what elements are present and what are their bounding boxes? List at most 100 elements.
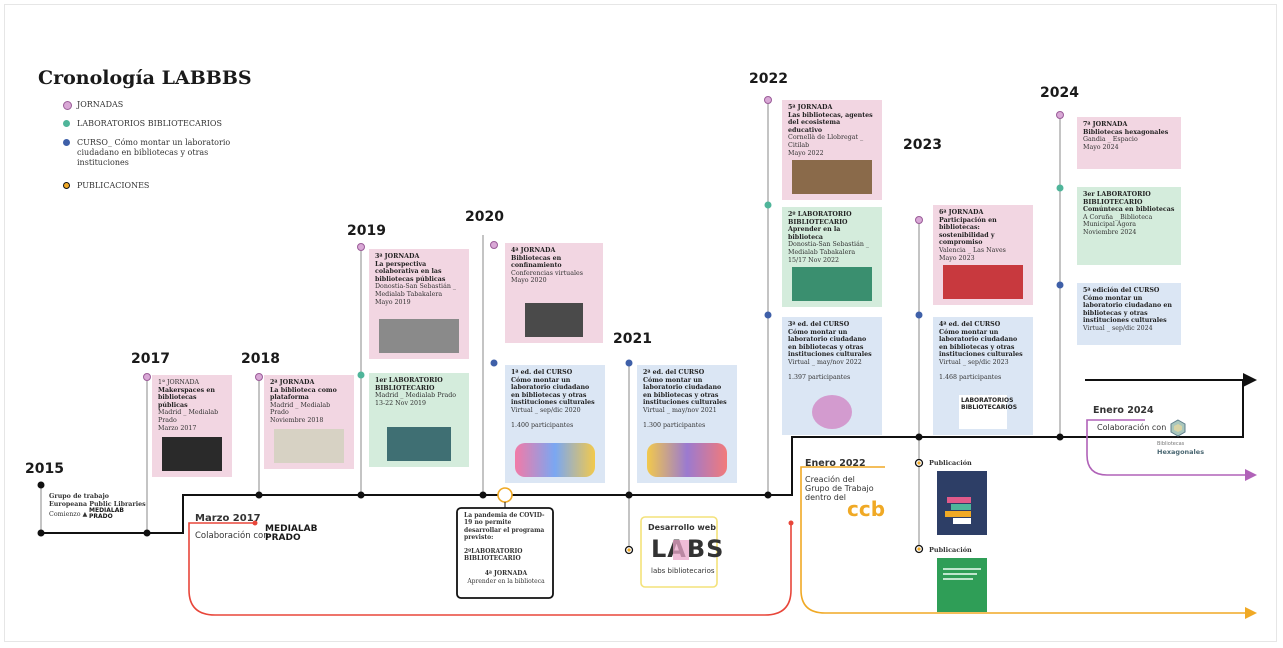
legend-dot-icon — [63, 101, 72, 110]
purple-branch — [1086, 419, 1245, 476]
card-jornada-3: 3ª JORNADA La perspectiva colaborativa e… — [369, 249, 469, 359]
card-title: Cómo montar un laboratorio ciudadano en … — [643, 376, 727, 407]
card-title: Cómo montar un laboratorio ciudadano en … — [788, 328, 872, 359]
card-photo — [387, 427, 451, 461]
card-date: Mayo 2023 — [939, 254, 975, 262]
card-heading: 7ª JORNADA — [1083, 121, 1128, 128]
card-date: 1.300 participantes — [643, 422, 706, 430]
year-label: 2020 — [465, 209, 504, 225]
card-heading: 2ª JORNADA — [270, 379, 315, 386]
legend-laboratorios: LABORATORIOS BIBLIOTECARIOS — [63, 119, 222, 129]
card-title: Bibliotecas hexagonales — [1083, 128, 1169, 136]
card-date: Mayo 2022 — [788, 149, 824, 157]
card-heading: 6ª JORNADA — [939, 209, 984, 216]
covid-jornada-title: Aprender en la biblioteca — [467, 577, 545, 585]
card-title: Las bibliotecas, agentes del ecosistema … — [788, 111, 873, 134]
marzo-2017-label: Marzo 2017 — [195, 513, 261, 524]
ccb-logo: ccb — [847, 497, 886, 521]
card-heading: 5ª JORNADA — [788, 104, 833, 111]
card-title: Aprender en la biblioteca — [788, 226, 841, 241]
card-date: 1.468 participantes — [939, 374, 1002, 382]
card-illustration — [515, 443, 595, 477]
card-title: La biblioteca como plataforma — [270, 386, 337, 402]
card-date: Marzo 2017 — [158, 424, 197, 432]
card-place: Virtual _ sep/dic 2024 — [1083, 324, 1153, 332]
card-title: Cómo montar un laboratorio ciudadano en … — [1083, 294, 1173, 325]
legend-label: LABORATORIOS BIBLIOTECARIOS — [77, 119, 222, 128]
card-jornada-1: 1ª JORNADA Makerspaces en bibliotecas pú… — [152, 375, 232, 477]
year-label: 2018 — [241, 351, 280, 367]
legend-dot-icon — [63, 182, 70, 189]
desarrollo-web-label: Desarrollo web — [648, 523, 716, 532]
card-place: Cornellà de Llobregat _ Citilab — [788, 134, 864, 149]
card-laboratorio-2: 2º LABORATORIO BIBLIOTECARIO Aprender en… — [782, 207, 882, 307]
card-date: Mayo 2019 — [375, 298, 411, 306]
card-place: Madrid _ Medialab Prado — [375, 392, 457, 400]
card-photo — [792, 160, 872, 194]
card-photo — [379, 319, 459, 353]
card-photo — [525, 303, 583, 337]
card-place: Madrid _ Medialab Prado — [270, 401, 331, 417]
card-jornada-4: 4ª JORNADA Bibliotecas en confinamiento … — [505, 243, 603, 343]
card-illustration — [647, 443, 727, 477]
card-laboratorio-1: 1er LABORATORIO BIBLIOTECARIO Madrid _ M… — [369, 373, 469, 467]
card-place: Valencia _ Las Naves — [939, 246, 1006, 254]
timeline-canvas: Cronología LABBBS JORNADAS LABORATORIOS … — [4, 4, 1277, 642]
enero-2024-label: Enero 2024 — [1093, 405, 1154, 416]
card-title: Bibliotecas en confinamiento — [511, 254, 562, 270]
year-label: 2024 — [1040, 85, 1079, 101]
card-laboratorio-3: 3er LABORATORIO BIBLIOTECARIO Comúnteca … — [1077, 187, 1181, 265]
card-book-cover: LABORATORIOS BIBLIOTECARIOS — [959, 395, 1017, 429]
card-heading: 3er LABORATORIO BIBLIOTECARIO — [1083, 191, 1151, 206]
card-title: Makerspaces en bibliotecas públicas — [158, 386, 215, 409]
card-curso-2: 2ª ed. del CURSO Cómo montar un laborato… — [637, 365, 737, 483]
orange-branch — [800, 466, 1245, 614]
card-heading: 3ª ed. del CURSO — [788, 321, 850, 328]
creacion-grupo-label: Creación del Grupo de Trabajo dentro del — [805, 475, 874, 502]
card-place: Gandia _ Espacio — [1083, 136, 1138, 144]
card-heading: 3ª JORNADA — [375, 253, 420, 260]
year-label: 2022 — [749, 71, 788, 87]
legend-curso: CURSO_ Cómo montar un laboratorio ciudad… — [63, 138, 237, 168]
publication-cover-1 — [937, 471, 987, 535]
covid-lab: 2ºLABORATORIO BIBLIOTECARIO — [464, 547, 523, 563]
card-heading: 1ª JORNADA — [158, 379, 200, 386]
covid-jornada: 4ª JORNADA — [484, 570, 528, 578]
card-date: Noviembre 2018 — [270, 416, 324, 424]
card-heading: 2º LABORATORIO BIBLIOTECARIO — [788, 211, 852, 226]
card-photo — [943, 265, 1023, 299]
year-label: 2017 — [131, 351, 170, 367]
covid-note: La pandemia de COVID-19 no permite desar… — [464, 512, 548, 585]
covid-text: La pandemia de COVID-19 no permite desar… — [464, 512, 545, 542]
red-branch — [188, 522, 792, 616]
legend-publicaciones: PUBLICACIONES — [63, 181, 149, 191]
card-date: Mayo 2020 — [511, 277, 547, 285]
europeana-note: Grupo de trabajo Europeana Public Librar… — [49, 493, 146, 508]
main-timeline — [41, 380, 1244, 534]
card-photo — [792, 267, 872, 301]
card-jornada-5: 5ª JORNADA Las bibliotecas, agentes del … — [782, 100, 882, 200]
year-label: 2019 — [347, 223, 386, 239]
card-photo — [274, 429, 344, 463]
card-place: Virtual _ may/nov 2022 — [788, 358, 862, 366]
card-title: La perspectiva colaborativa en las bibli… — [375, 260, 446, 283]
card-place: Virtual _ sep/dic 2023 — [939, 358, 1009, 366]
card-curso-1: 1ª ed. del CURSO Cómo montar un laborato… — [505, 365, 605, 483]
card-heading: 1ª ed. del CURSO — [511, 369, 573, 376]
card-date: Noviembre 2024 — [1083, 228, 1137, 236]
card-title: Participación en bibliotecas: sostenibil… — [939, 216, 997, 247]
card-heading: 1er LABORATORIO BIBLIOTECARIO — [375, 377, 443, 392]
card-title: Cómo montar un laboratorio ciudadano en … — [511, 376, 595, 407]
medialab-prado-logo-small: MEDIALAB PRADO — [89, 507, 124, 520]
legend-label: JORNADAS — [77, 100, 124, 109]
card-curso-4: 4ª ed. del CURSO Cómo montar un laborato… — [933, 317, 1033, 435]
card-date: 1.397 participantes — [788, 374, 851, 382]
card-heading: 4ª ed. del CURSO — [939, 321, 1001, 328]
labs-logo-accent-icon — [673, 540, 689, 560]
medialab-prado-logo: MEDIALAB PRADO — [265, 524, 318, 543]
covid-box — [456, 507, 554, 599]
legend-jornadas: JORNADAS — [63, 100, 124, 110]
card-place: Virtual _ may/nov 2021 — [643, 406, 717, 414]
enero-2022-label: Enero 2022 — [805, 458, 866, 469]
card-title: Comúnteca en bibliotecas — [1083, 206, 1175, 214]
